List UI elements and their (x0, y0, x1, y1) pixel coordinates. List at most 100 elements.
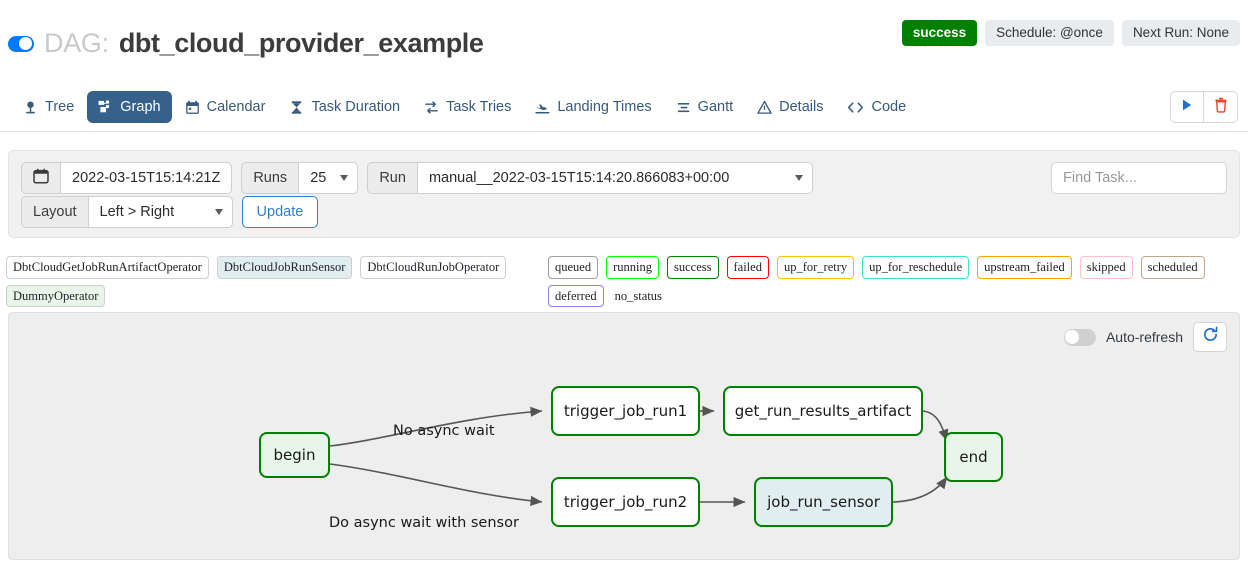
search-input[interactable]: Find Task... (1051, 162, 1227, 194)
runs-select-value: 25 (310, 170, 327, 186)
graph-icon (98, 100, 113, 115)
tab-label: Calendar (206, 99, 266, 115)
tab-label: Code (871, 99, 907, 115)
run-select-value: manual__2022-03-15T15:14:20.866083+00:00 (428, 170, 730, 186)
execution-date-group: 2022-03-15T15:14:21Z (21, 162, 233, 194)
dag-action-buttons (1170, 91, 1238, 123)
state-legend-failed[interactable]: failed (726, 256, 769, 279)
tab-label: Landing Times (557, 99, 652, 115)
operator-legend-item[interactable]: DummyOperator (6, 284, 106, 307)
state-legend-no-status[interactable]: no_status (614, 288, 662, 303)
chevron-down-icon (340, 175, 349, 181)
tab-code[interactable]: Code (836, 91, 917, 123)
auto-refresh-toggle[interactable] (1063, 328, 1096, 346)
schedule-badge: Schedule: @once (985, 20, 1114, 47)
tab-graph[interactable]: Graph (87, 91, 172, 123)
trash-icon (1214, 97, 1228, 118)
filter-bar: 2022-03-15T15:14:21Z Runs 25 Run manual_… (8, 150, 1240, 238)
update-button[interactable]: Update (241, 196, 319, 228)
tab-task-duration[interactable]: Task Duration (278, 91, 411, 123)
calendar-picker-button[interactable] (21, 162, 61, 194)
runs-select[interactable]: 25 (299, 162, 359, 194)
state-legend-deferred[interactable]: deferred (548, 284, 604, 307)
tab-task-tries[interactable]: Task Tries (413, 91, 522, 123)
auto-refresh-label: Auto-refresh (1105, 329, 1183, 345)
graph-node-trigger-job-run1[interactable]: trigger_job_run1 (551, 386, 700, 436)
view-tabbar: Tree Graph Calendar Task Duration (0, 82, 1248, 132)
landing-icon (535, 100, 550, 115)
refresh-icon (1202, 326, 1219, 348)
tab-label: Graph (120, 99, 161, 115)
operator-legend: DbtCloudGetJobRunArtifactOperator DbtClo… (6, 256, 546, 307)
state-legend-scheduled[interactable]: scheduled (1140, 256, 1205, 279)
state-legend: queued running success failed up_for_ret… (548, 256, 1248, 307)
tree-icon (23, 100, 38, 115)
tab-label: Task Tries (446, 99, 512, 115)
next-run-badge: Next Run: None (1121, 20, 1240, 47)
calendar-icon (33, 168, 49, 188)
trigger-dag-button[interactable] (1170, 91, 1204, 123)
tab-calendar[interactable]: Calendar (174, 91, 277, 123)
delete-dag-button[interactable] (1204, 91, 1238, 123)
tab-tree[interactable]: Tree (12, 91, 85, 123)
chevron-down-icon (794, 175, 803, 181)
operator-legend-item[interactable]: DbtCloudRunJobOperator (360, 256, 507, 279)
graph-node-get-run-results-artifact[interactable]: get_run_results_artifact (723, 386, 923, 436)
run-group: Run manual__2022-03-15T15:14:20.866083+0… (367, 162, 813, 194)
state-legend-running[interactable]: running (606, 256, 659, 279)
operator-legend-item[interactable]: DbtCloudGetJobRunArtifactOperator (6, 256, 209, 279)
run-select[interactable]: manual__2022-03-15T15:14:20.866083+00:00 (417, 162, 813, 194)
calendar-icon (185, 100, 200, 115)
filter-row-primary: 2022-03-15T15:14:21Z Runs 25 Run manual_… (21, 162, 813, 194)
page-title: dbt_cloud_provider_example (118, 28, 484, 58)
layout-select-value: Left > Right (99, 204, 175, 220)
state-legend-success[interactable]: success (667, 256, 719, 279)
layout-select[interactable]: Left > Right (88, 196, 233, 228)
state-legend-upstream-failed[interactable]: upstream_failed (977, 256, 1072, 279)
tab-details[interactable]: Details (746, 91, 834, 123)
gantt-icon (676, 100, 691, 115)
state-legend-up-for-retry[interactable]: up_for_retry (776, 256, 855, 279)
tab-label: Details (779, 99, 824, 115)
operator-legend-item[interactable]: DbtCloudJobRunSensor (216, 256, 353, 279)
dag-graph-canvas[interactable]: Auto-refresh begin trigger_job_run1 (8, 312, 1240, 560)
tab-label: Gantt (697, 99, 734, 115)
filter-row-layout: Layout Left > Right Update (21, 196, 319, 228)
dag-pause-toggle[interactable] (8, 35, 34, 52)
retry-icon (424, 100, 439, 115)
layout-label: Layout (21, 196, 89, 228)
graph-node-trigger-job-run2[interactable]: trigger_job_run2 (551, 477, 700, 527)
layout-group: Layout Left > Right (21, 196, 233, 228)
header-badges: success Schedule: @once Next Run: None (901, 20, 1240, 47)
state-legend-up-for-reschedule[interactable]: up_for_reschedule (862, 256, 970, 279)
legend-area: DbtCloudGetJobRunArtifactOperator DbtClo… (0, 256, 1248, 308)
hourglass-icon (289, 100, 304, 115)
refresh-button[interactable] (1193, 322, 1227, 352)
graph-node-job-run-sensor[interactable]: job_run_sensor (754, 477, 893, 527)
execution-date-input[interactable]: 2022-03-15T15:14:21Z (61, 162, 233, 194)
code-icon (847, 100, 864, 115)
tab-label: Tree (45, 99, 75, 115)
graph-node-begin[interactable]: begin (259, 432, 330, 478)
graph-edges (329, 405, 949, 508)
state-legend-skipped[interactable]: skipped (1079, 256, 1133, 279)
chevron-down-icon (214, 209, 223, 215)
state-legend-queued[interactable]: queued (548, 256, 599, 279)
graph-toolbar: Auto-refresh (1063, 322, 1227, 352)
runs-group: Runs 25 (241, 162, 359, 194)
tab-gantt[interactable]: Gantt (665, 91, 744, 123)
warning-triangle-icon (757, 100, 772, 115)
run-label: Run (367, 162, 418, 194)
play-icon (1180, 98, 1194, 117)
dag-label: DAG: (44, 28, 109, 58)
dag-title-row: DAG: dbt_cloud_provider_example (8, 28, 484, 59)
tab-landing-times[interactable]: Landing Times (524, 91, 662, 123)
page-header: DAG: dbt_cloud_provider_example success … (0, 0, 1248, 72)
status-badge: success (901, 20, 978, 47)
runs-label: Runs (241, 162, 300, 194)
edge-label-no-async-wait: No async wait (393, 423, 495, 439)
graph-node-end[interactable]: end (944, 432, 1003, 482)
tab-label: Task Duration (311, 99, 401, 115)
view-tabs: Tree Graph Calendar Task Duration (12, 82, 917, 132)
